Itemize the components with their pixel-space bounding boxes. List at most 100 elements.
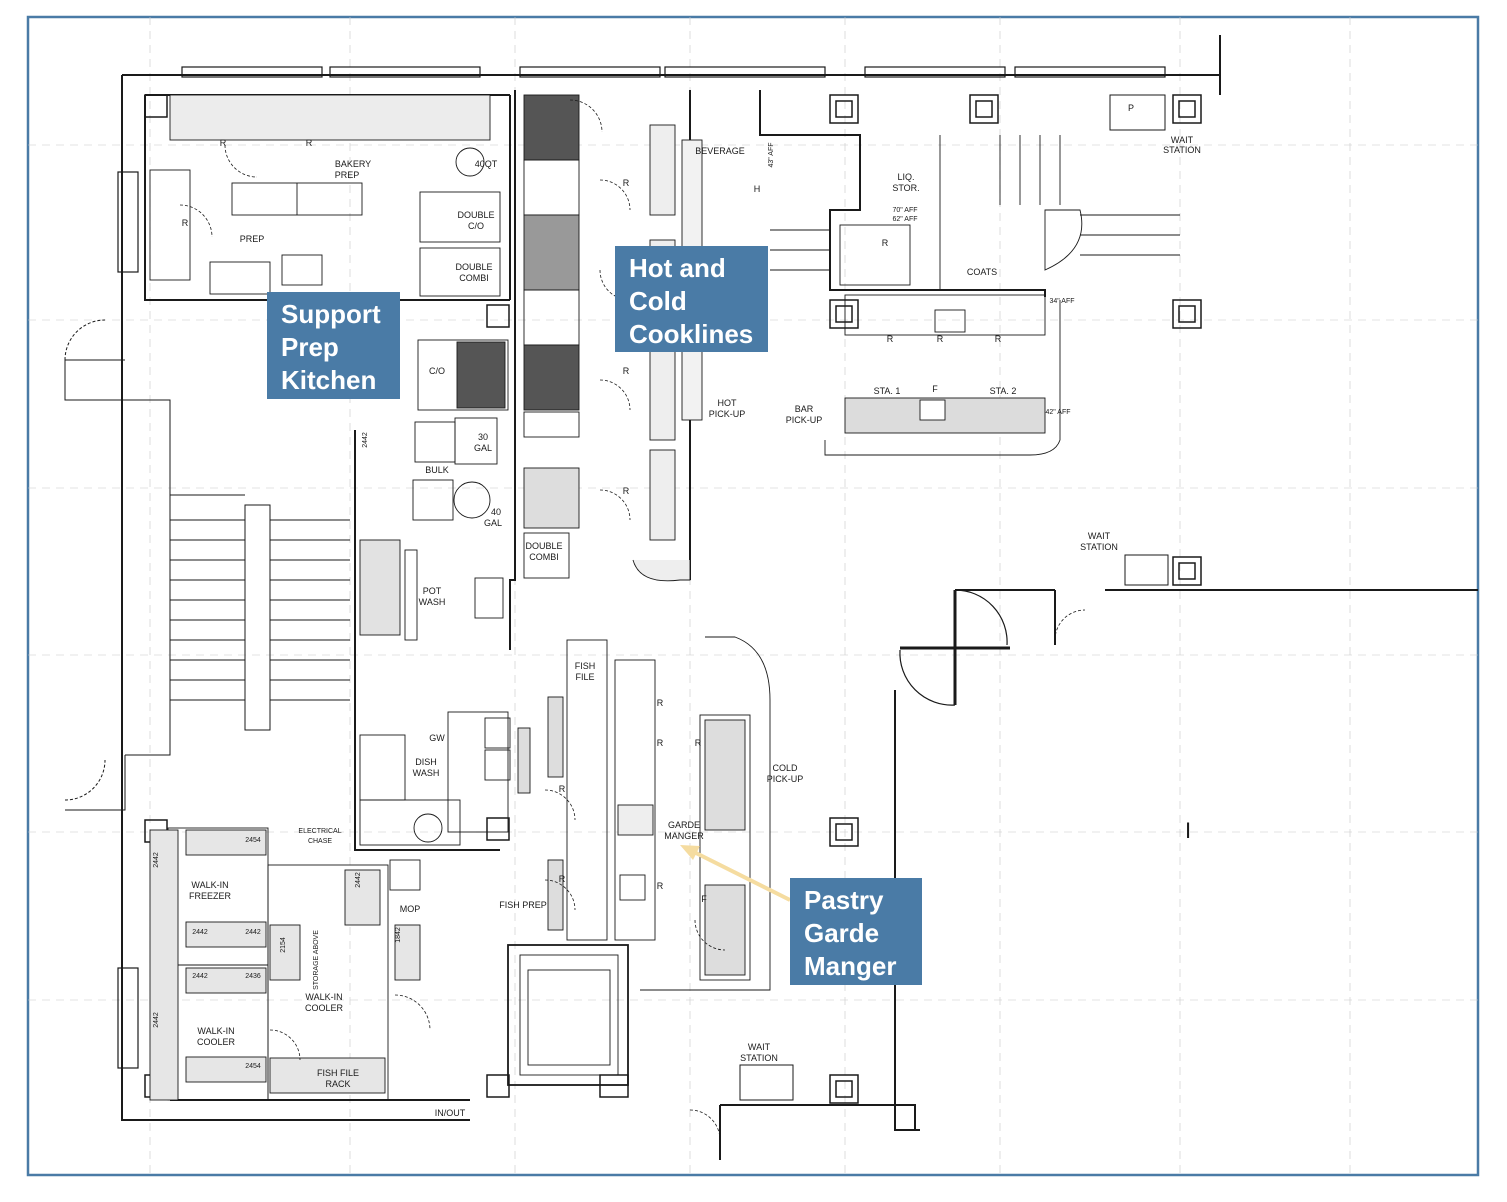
mark-r: R (623, 366, 630, 376)
mark-r: R (623, 178, 630, 188)
revolving-door (899, 589, 1010, 706)
shelf-tag: 2442 (355, 872, 362, 888)
label-liq-stor-2: STOR. (892, 183, 919, 193)
label-40-gal: 40 (491, 507, 501, 517)
label-fish-file-rack: FISH FILE (317, 1068, 359, 1078)
label-30-gal: 30 (478, 432, 488, 442)
shelf-tag: 2442 (362, 432, 369, 448)
label-wait-station-mid: WAIT (1088, 531, 1111, 541)
label-storage-above: STORAGE ABOVE (313, 930, 320, 990)
top-windows (117, 66, 1166, 1069)
label-pot-wash-2: WASH (419, 597, 446, 607)
label-walkin-cooler-b-2: COOLER (197, 1037, 236, 1047)
label-43-aff: 43" AFF (768, 142, 775, 167)
label-f: F (932, 384, 938, 394)
label-40qt: 40QT (475, 159, 498, 169)
shelf-tag: 2442 (245, 929, 261, 936)
callout-line: Cooklines (629, 319, 754, 349)
mark-r: R (220, 138, 227, 148)
mark-r: R (882, 238, 889, 248)
label-sta2: STA. 2 (990, 386, 1017, 396)
label-electrical-chase: ELECTRICAL (298, 828, 341, 835)
label-beverage: BEVERAGE (695, 146, 745, 156)
mark-r: R (559, 784, 566, 794)
mark-p: P (1128, 103, 1134, 113)
plan-frame (26, 15, 1480, 1177)
callout-pastry-garde-manger: Pastry Garde Manger (790, 878, 922, 985)
shelf-tag: 2454 (245, 837, 261, 844)
shelf-tag: 2442 (192, 929, 208, 936)
callout-line: Cold (629, 286, 687, 316)
wait-station-fixtures (739, 94, 1169, 1101)
shelf-tag: 2154 (280, 937, 287, 953)
mark-i: I (1185, 818, 1191, 843)
garde-manger-equipment (507, 636, 771, 1086)
callout-line: Hot and (629, 253, 726, 283)
mark-r: R (887, 334, 894, 344)
label-garde-manger-2: MANGER (664, 831, 704, 841)
stairwell (64, 319, 350, 811)
callout-line: Pastry (804, 885, 884, 915)
label-prep: PREP (240, 234, 265, 244)
label-sta1: STA. 1 (874, 386, 901, 396)
label-double-co-2: C/O (468, 221, 484, 231)
label-double-combi-2: COMBI (459, 273, 489, 283)
label-fish-file-rack-2: RACK (325, 1079, 350, 1089)
label-bakery-prep-2: PREP (335, 170, 360, 180)
label-walkin-cooler-b: WALK-IN (197, 1026, 234, 1036)
label-34-aff: 34" AFF (1049, 298, 1074, 305)
mark-r: R (559, 874, 566, 884)
label-walkin-cooler-a-2: COOLER (305, 1003, 344, 1013)
mark-r: R (657, 738, 664, 748)
label-dish-wash: DISH (415, 757, 437, 767)
label-wait-station-top-2: STATION (1163, 145, 1201, 155)
label-cold-pickup: COLD (772, 763, 798, 773)
label-in-out: IN/OUT (435, 1108, 466, 1118)
label-wait-station-top: WAIT (1171, 135, 1194, 145)
mark-r: R (657, 881, 664, 891)
mark-r: R (306, 138, 313, 148)
label-hot-pickup: HOT (718, 398, 738, 408)
label-walkin-cooler-a: WALK-IN (305, 992, 342, 1002)
bar-equipment (770, 135, 1180, 456)
shelf-tag: 2442 (153, 852, 160, 868)
label-mop: MOP (400, 904, 421, 914)
pastry-arrow (680, 845, 791, 902)
mark-r: R (657, 698, 664, 708)
label-wait-station-bot: WAIT (748, 1042, 771, 1052)
callout-line: Garde (804, 918, 880, 948)
label-double-combi-b-2: COMBI (529, 552, 559, 562)
callout-line: Kitchen (281, 365, 377, 395)
label-walkin-freezer-2: FREEZER (189, 891, 232, 901)
label-garde-manger: GARDE (668, 820, 700, 830)
mark-r: R (695, 738, 702, 748)
label-wait-station-mid-2: STATION (1080, 542, 1118, 552)
label-walkin-freezer: WALK-IN (191, 880, 228, 890)
label-hot-pickup-2: PICK-UP (709, 409, 746, 419)
label-double-combi-b: DOUBLE (525, 541, 562, 551)
shelf-tag: 1842 (395, 927, 402, 943)
mark-r: R (995, 334, 1002, 344)
equipment-marks: R R R R R R R R R R R R R R R R H P F I … (153, 103, 1191, 1070)
label-coats: COATS (967, 267, 997, 277)
label-wait-station-bot-2: STATION (740, 1053, 778, 1063)
mark-f: F (701, 894, 707, 904)
label-70-aff: 70" AFF (892, 207, 917, 214)
label-co: C/O (429, 366, 445, 376)
mark-r: R (623, 486, 630, 496)
label-cold-pickup-2: PICK-UP (767, 774, 804, 784)
callout-line: Manger (804, 951, 897, 981)
label-liq-stor: LIQ. (897, 172, 914, 182)
label-30-gal-2: GAL (474, 443, 492, 453)
label-bulk: BULK (425, 465, 449, 475)
label-40-gal-2: GAL (484, 518, 502, 528)
label-dish-wash-2: WASH (413, 768, 440, 778)
room-labels: BAKERY PREP PREP 40QT DOUBLE C/O DOUBLE … (189, 135, 1201, 1118)
label-double-combi: DOUBLE (455, 262, 492, 272)
label-fish-prep: FISH PREP (499, 900, 547, 910)
callout-support-prep-kitchen: Support Prep Kitchen (267, 292, 400, 399)
mark-r: R (182, 218, 189, 228)
label-bakery-prep: BAKERY (335, 159, 371, 169)
label-gw: GW (429, 733, 445, 743)
